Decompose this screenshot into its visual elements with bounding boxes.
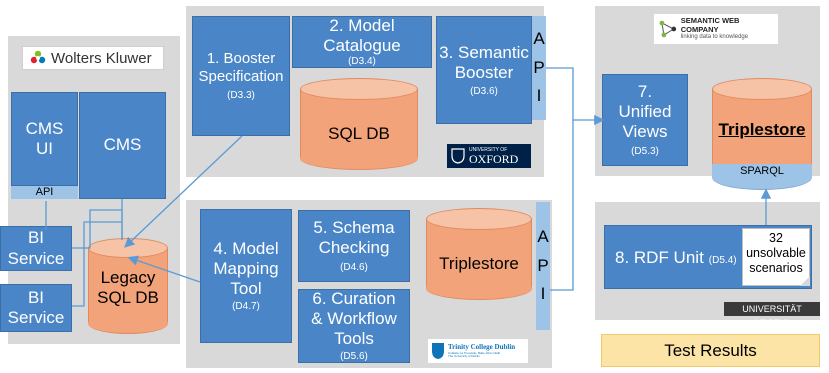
cms-box: CMS <box>79 92 166 199</box>
tcd-api-letter-a: A <box>537 226 549 246</box>
test-results-label: Test Results <box>664 340 757 360</box>
tcd-logo: Trinity College Dublin Coláiste na Tríon… <box>428 339 528 363</box>
unified-views-box: 7. Unified Views (D5.3) <box>602 74 688 166</box>
oxford-api-strip: A P I <box>532 16 546 120</box>
swc-logo-tagline: linking data to knowledge <box>680 33 749 40</box>
booster-specification-ref: (D3.3) <box>227 89 255 101</box>
tcd-crest-icon <box>432 343 444 359</box>
connector-bi1-to-legacy <box>72 209 123 249</box>
tcd-logo-sub2: The University of Dublin <box>448 353 480 358</box>
oxford-sql-db: SQL DB <box>300 78 418 170</box>
schema-checking-box: 5. Schema Checking (D4.6) <box>298 210 410 282</box>
model-mapping-tool-label: 4. Model Mapping Tool <box>213 239 279 299</box>
curation-workflow-box: 6. Curation & Workflow Tools (D5.6) <box>298 289 410 363</box>
rdf-unit-label: 8. RDF Unit <box>615 248 704 267</box>
swc-triplestore: Triplestore SPARQL <box>712 78 812 190</box>
oxford-api-letter-p: P <box>533 57 545 77</box>
connector-booster-spec-to-legacy <box>124 135 243 248</box>
bi-service-box-2: BI Service <box>0 284 72 332</box>
tcd-triplestore-label: Triplestore <box>439 254 519 273</box>
semantic-booster-label: 3. Semantic Booster <box>439 42 529 82</box>
connector-bi2-to-legacy <box>72 221 122 307</box>
semantic-booster-ref: (D3.6) <box>470 85 498 97</box>
cms-label: CMS <box>103 135 142 155</box>
bi-service-label-1: BI Service <box>7 228 65 268</box>
tcd-api-letter-i: I <box>540 284 546 304</box>
cms-api-label: API <box>35 186 54 198</box>
wk-emblem-icon <box>30 50 46 64</box>
tcd-api-strip: A P I <box>536 202 550 330</box>
oxford-sql-db-label: SQL DB <box>328 124 390 143</box>
leipzig-logo: UNIVERSITÄT LEIPZIG <box>724 302 820 328</box>
cms-ui-box: CMS UI <box>11 92 78 186</box>
swc-network-icon <box>659 20 677 38</box>
unsolvable-scenarios-text: 32 unsolvable scenarios <box>746 231 806 275</box>
unified-views-label: 7. Unified Views <box>618 82 672 142</box>
model-mapping-tool-box: 4. Model Mapping Tool (D4.7) <box>200 209 292 343</box>
tcd-logo-sub1: Coláiste na Tríonóide, Baile Átha Cliath <box>448 350 501 355</box>
swc-triplestore-label: Triplestore <box>718 120 806 139</box>
legacy-sql-db-label: Legacy SQL DB <box>97 268 159 308</box>
unified-views-ref: (D5.3) <box>631 146 659 158</box>
sparql-label: SPARQL <box>740 165 784 177</box>
curation-workflow-ref: (D5.6) <box>340 351 368 363</box>
tcd-triplestore: Triplestore <box>426 208 532 300</box>
booster-specification-label: 1. Booster Specification <box>198 50 284 86</box>
cms-ui-label: CMS UI <box>25 118 64 158</box>
rdf-unit-ref: (D5.4) <box>708 255 737 266</box>
model-catalogue-ref: (D3.4) <box>348 56 376 68</box>
model-catalogue-box: 2. Model Catalogue (D3.4) <box>292 16 432 68</box>
oxford-crest-icon <box>451 148 465 164</box>
oxford-logo-name: OXFORD <box>469 151 519 166</box>
swc-logo-name: SEMANTIC WEB COMPANY <box>680 16 740 34</box>
swc-logo: SEMANTIC WEB COMPANY linking data to kno… <box>654 14 778 44</box>
bi-service-box-1: BI Service <box>0 226 72 271</box>
tcd-logo-name: Trinity College Dublin <box>448 343 516 352</box>
connector-model-mapping-to-legacy <box>127 255 201 283</box>
oxford-api-letter-a: A <box>533 28 545 48</box>
bi-service-label-2: BI Service <box>7 287 65 327</box>
model-catalogue-label: 2. Model Catalogue <box>323 16 401 56</box>
model-mapping-tool-ref: (D4.7) <box>232 301 260 313</box>
curation-workflow-label: 6. Curation & Workflow Tools <box>311 289 397 349</box>
oxford-logo: UNIVERSITY OF OXFORD <box>447 144 531 168</box>
cms-api-bar: API <box>11 186 78 199</box>
schema-checking-ref: (D4.6) <box>340 262 368 274</box>
wk-logo-text: Wolters Kluwer <box>51 49 152 67</box>
semantic-booster-box: 3. Semantic Booster (D3.6) <box>436 16 532 124</box>
tcd-api-letter-p: P <box>537 255 549 275</box>
oxford-logo-top: UNIVERSITY OF <box>469 146 508 153</box>
note-fold-corner <box>800 276 810 286</box>
connector-oxford-api-to-unified <box>546 67 605 126</box>
test-results-box: Test Results <box>601 334 820 367</box>
schema-checking-label: 5. Schema Checking <box>313 218 395 258</box>
booster-specification-box: 1. Booster Specification (D3.3) <box>192 16 290 136</box>
unsolvable-scenarios-note: 32 unsolvable scenarios <box>742 228 810 286</box>
leipzig-logo-text: UNIVERSITÄT LEIPZIG <box>742 304 802 328</box>
wolters-kluwer-logo: Wolters Kluwer <box>22 46 164 70</box>
oxford-api-letter-i: I <box>536 86 542 106</box>
connector-tcd-api-to-unified <box>550 120 574 291</box>
